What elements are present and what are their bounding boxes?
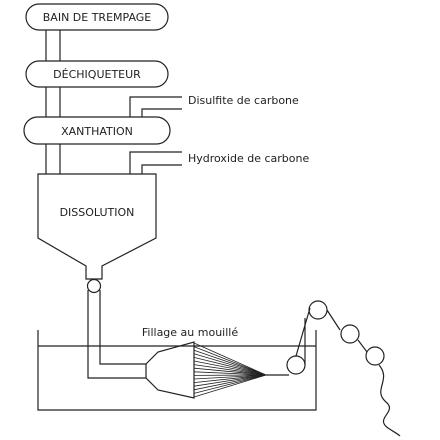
pipes-xanthation-dissolution	[45, 144, 61, 174]
filament-line	[193, 353, 267, 376]
upper-roller-1	[308, 300, 328, 320]
fiber-output	[378, 364, 401, 437]
stage-shredder: DÉCHIQUETEUR	[25, 60, 169, 88]
stage-bath: BAIN DE TREMPAGE	[25, 3, 169, 31]
fiber-link-1	[326, 309, 341, 331]
filament-line	[193, 374, 267, 391]
filament-line	[193, 346, 267, 376]
filament-line	[193, 342, 267, 376]
dissolution-tank	[37, 173, 157, 280]
pump-wheel	[86, 278, 102, 294]
bath-tank	[37, 330, 317, 411]
filament-line	[193, 357, 267, 376]
shredder-label: DÉCHIQUETEUR	[53, 68, 141, 81]
bath-box	[25, 3, 169, 31]
spinning-bath: Fillage au mouillé	[37, 326, 317, 411]
filament-line	[193, 367, 267, 376]
filament-bundle	[193, 342, 267, 398]
dissolution-label: DISSOLUTION	[60, 206, 135, 219]
shredder-box	[25, 60, 169, 88]
filament-line	[193, 374, 267, 394]
filament-line	[193, 374, 267, 398]
stage-xanthation: XANTHATION	[23, 116, 171, 145]
feed-pipe	[87, 290, 146, 379]
disulfide-label: Disulfite de carbone	[188, 94, 299, 107]
fiber-link-2	[357, 339, 368, 353]
upper-roller-2	[340, 324, 360, 344]
pipes-shredder-xanthation	[45, 87, 61, 117]
filament-line	[193, 374, 267, 380]
filament-line	[193, 349, 267, 376]
filament-line	[193, 374, 267, 383]
stage-dissolution: DISSOLUTION	[37, 173, 157, 280]
pipes-bath-shredder	[45, 30, 61, 61]
spinneret-nozzle	[145, 341, 195, 399]
xanthation-box	[23, 116, 171, 145]
filament-line	[193, 364, 267, 376]
hydroxide-input-pipe: Hydroxide de carbone	[129, 151, 309, 174]
filament-line	[193, 360, 267, 376]
fiber-rise-2	[295, 307, 311, 357]
spinning-label: Fillage au mouillé	[142, 326, 238, 339]
filament-line	[193, 374, 267, 387]
bath-roller	[286, 355, 306, 375]
hydroxide-label: Hydroxide de carbone	[188, 152, 309, 165]
disulfide-input-pipe: Disulfite de carbone	[129, 94, 299, 117]
filament-line	[193, 371, 267, 376]
xanthation-label: XANTHATION	[61, 125, 133, 138]
upper-roller-3	[365, 346, 385, 366]
bath-label: BAIN DE TREMPAGE	[43, 11, 152, 24]
spinneret	[145, 341, 267, 399]
